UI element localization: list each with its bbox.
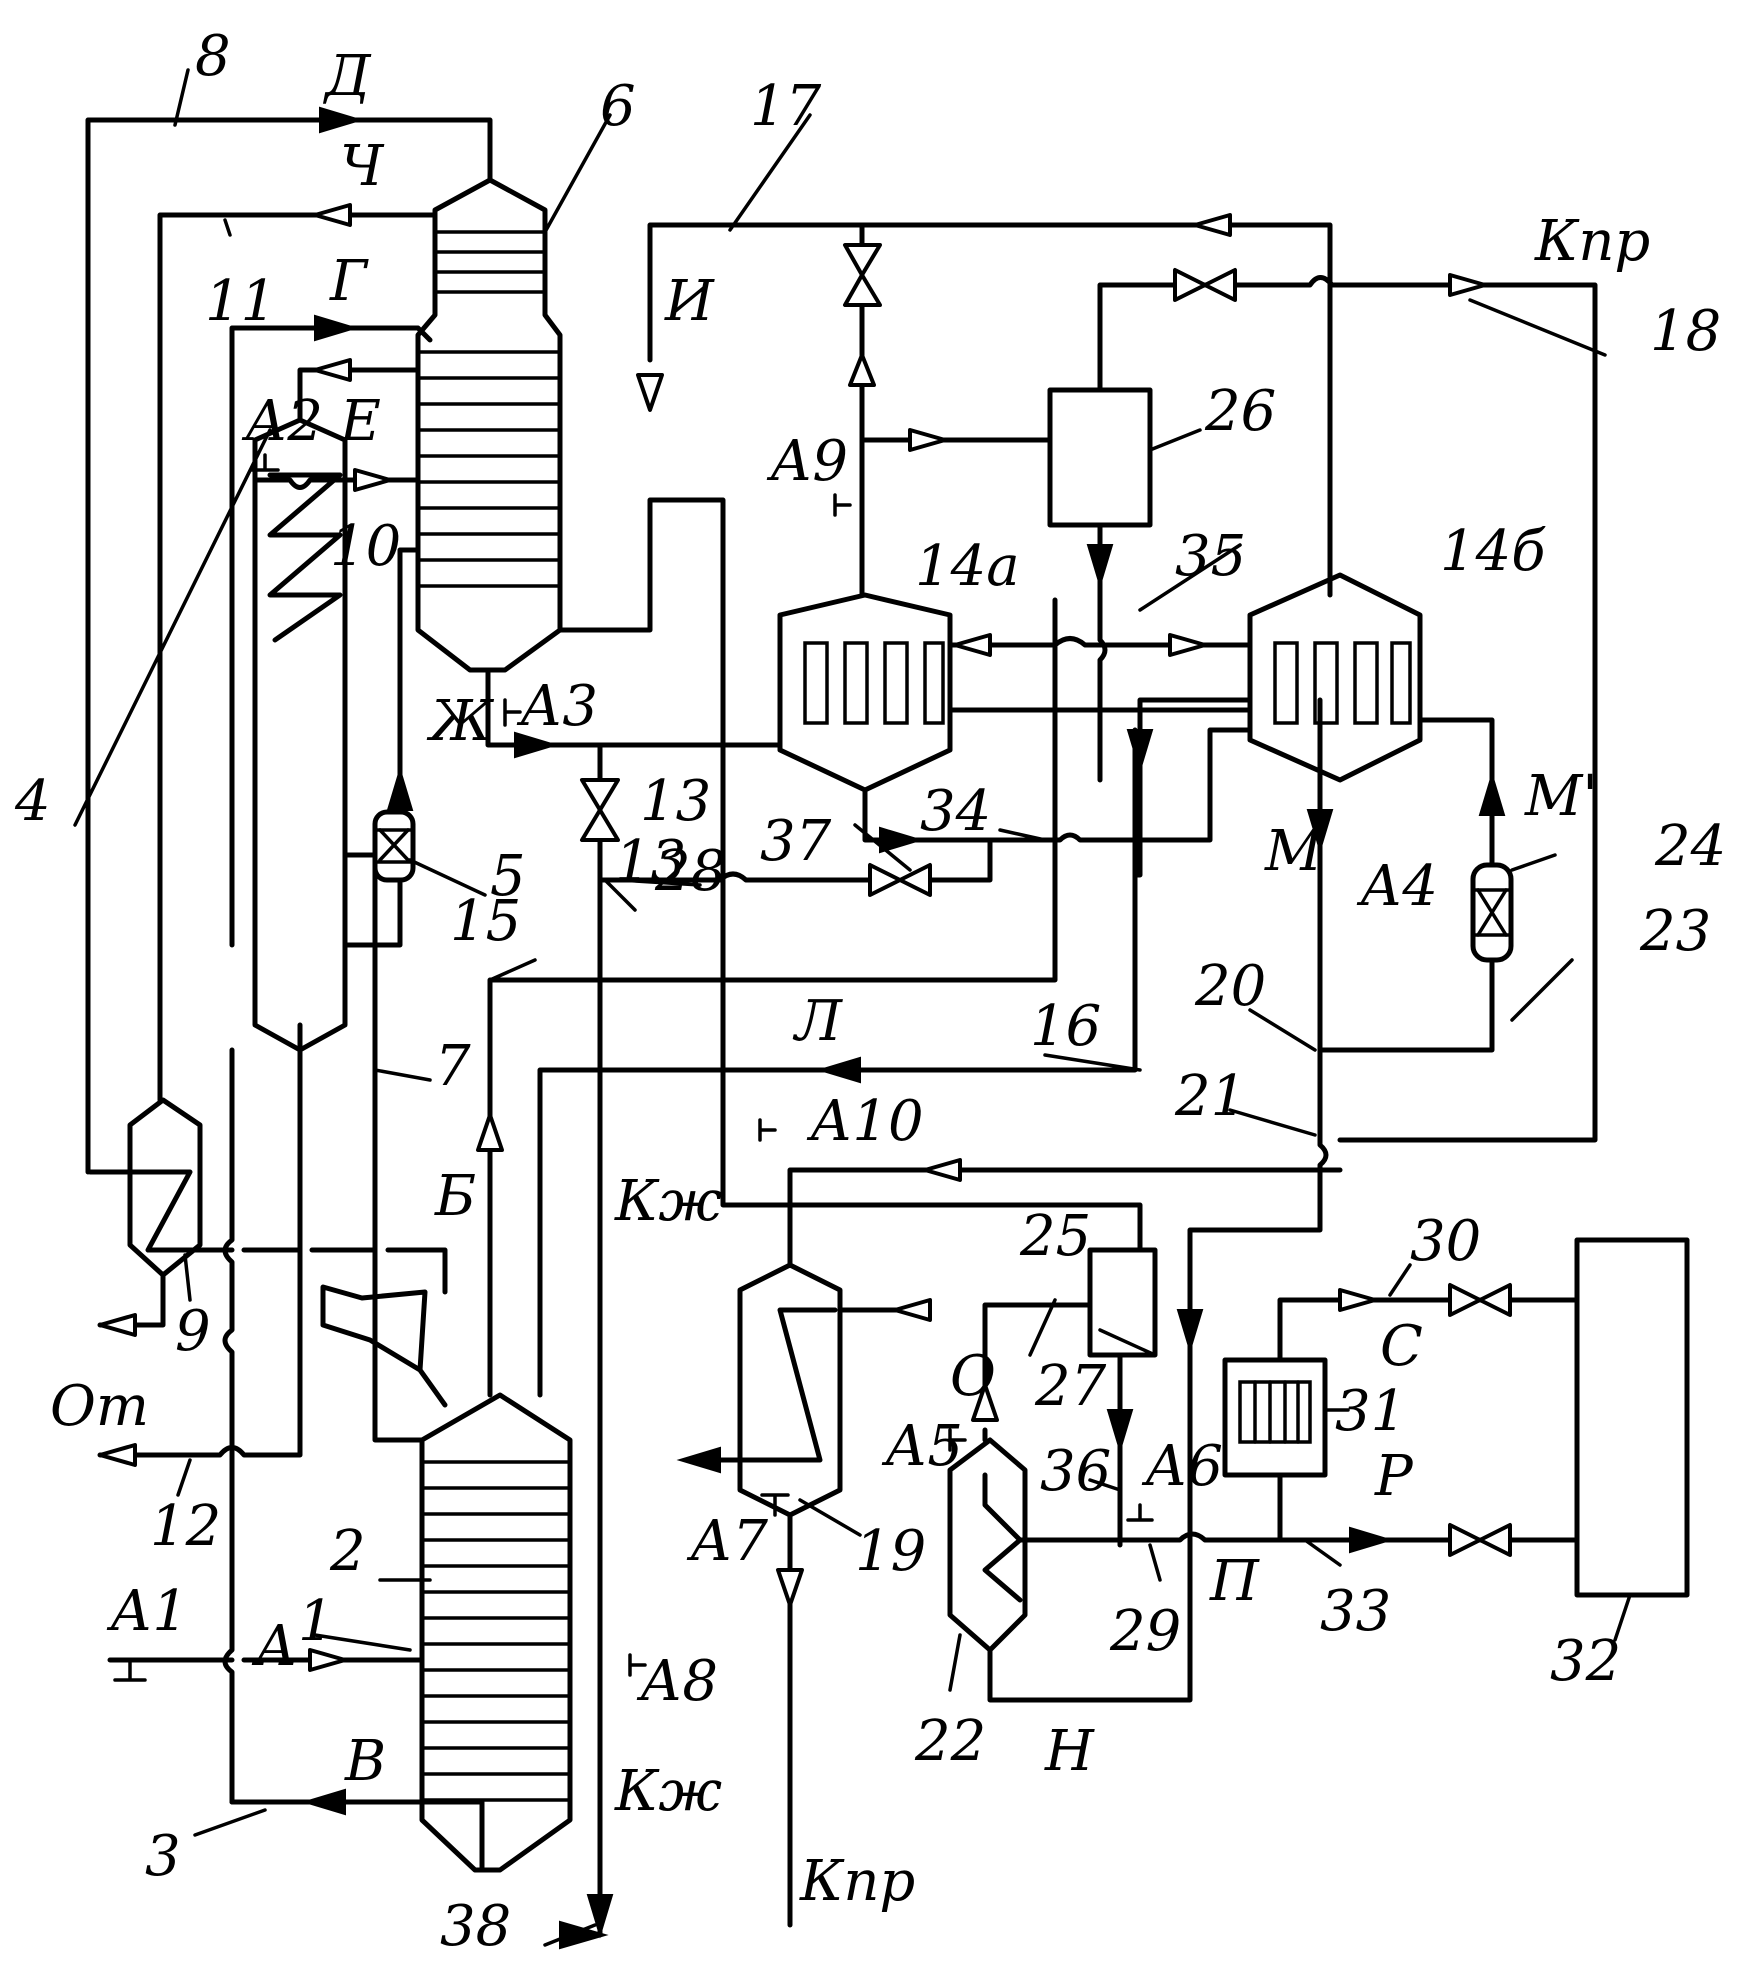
label-A6: А6 [1141, 1434, 1223, 1499]
label-8: 8 [195, 24, 231, 89]
label-I: И [664, 269, 715, 334]
label-19: 19 [855, 1519, 926, 1584]
label-N: Н [1044, 1719, 1095, 1784]
label-37: 37 [760, 809, 832, 874]
label-1: 1 [298, 1589, 334, 1654]
label-4: 4 [14, 769, 51, 834]
label-21: 21 [1174, 1064, 1246, 1129]
label-3: 3 [145, 1824, 181, 1889]
label-L: Л [792, 989, 843, 1054]
valve-30 [1450, 1285, 1510, 1315]
label-33: 33 [1320, 1579, 1391, 1644]
label-A7: А7 [686, 1509, 768, 1574]
reactor-14b [1250, 575, 1420, 780]
flow-arrows-filled [305, 108, 1504, 1948]
label-10: 10 [330, 514, 401, 579]
label-38: 38 [440, 1894, 511, 1959]
label-Ot: От [50, 1374, 149, 1439]
label-Zh: Ж [426, 689, 495, 754]
label-25: 25 [1019, 1204, 1091, 1269]
label-A2: А2 [241, 389, 323, 454]
label-A4: А4 [1356, 854, 1438, 919]
reactor-14a [780, 595, 950, 790]
label-P: П [1209, 1549, 1260, 1614]
label-20: 20 [1194, 954, 1266, 1019]
valve-c [582, 780, 618, 840]
label-A8: А8 [636, 1649, 718, 1714]
label-A: А [251, 1614, 297, 1679]
label-27: 27 [1034, 1354, 1107, 1419]
label-B: Б [434, 1164, 476, 1229]
valve-37 [870, 865, 930, 895]
label-24: 24 [1654, 814, 1726, 879]
valve-33 [1450, 1525, 1510, 1555]
label-32: 32 [1550, 1629, 1621, 1694]
unit-26 [1050, 390, 1150, 525]
label-17: 17 [750, 74, 822, 139]
label-G: Г [329, 249, 369, 314]
label-O: О [950, 1344, 996, 1409]
label-A5: А5 [881, 1414, 963, 1479]
label-36: 36 [1040, 1439, 1111, 1504]
label-28: 28 [654, 839, 726, 904]
filter-24 [1473, 865, 1511, 960]
label-A3: А3 [516, 674, 598, 739]
label-R: Р [1374, 1444, 1414, 1509]
label-E: Е [339, 389, 381, 454]
label-Mp: М' [1524, 764, 1598, 829]
label-6: 6 [600, 74, 636, 139]
label-A1: А1 [106, 1579, 188, 1644]
valve-b [1175, 270, 1235, 300]
unit-31 [1225, 1360, 1325, 1475]
label-Kpr1: Кпр [1534, 209, 1650, 274]
label-34: 34 [920, 779, 991, 844]
heat-exchanger-19 [700, 1265, 840, 1515]
label-V: В [344, 1729, 386, 1794]
heat-exchanger-9 [90, 1100, 200, 1275]
label-13a: 13 [640, 769, 711, 834]
label-D: Д [322, 44, 372, 109]
label-22: 22 [914, 1709, 986, 1774]
label-A10: А10 [806, 1089, 924, 1154]
valve-a [845, 245, 880, 305]
label-Kpr2: Кпр [799, 1849, 915, 1914]
label-2: 2 [329, 1519, 366, 1584]
label-Kzh2: Кж [614, 1759, 722, 1824]
label-30: 30 [1410, 1209, 1481, 1274]
filter-5 [375, 812, 413, 880]
label-12: 12 [150, 1494, 221, 1559]
label-29: 29 [1109, 1599, 1181, 1664]
unit-32 [1577, 1240, 1687, 1595]
column-6 [418, 180, 560, 670]
label-Ch: Ч [340, 134, 385, 199]
label-14b: 14б [1440, 519, 1546, 584]
label-7: 7 [435, 1034, 471, 1099]
label-16: 16 [1030, 994, 1101, 1059]
label-31: 31 [1335, 1379, 1406, 1444]
label-S: С [1380, 1314, 1423, 1379]
label-11: 11 [205, 269, 276, 334]
label-35: 35 [1175, 524, 1246, 589]
label-Kzh1: Кж [614, 1169, 722, 1234]
label-14a: 14а [915, 534, 1020, 599]
label-A9: А9 [766, 429, 848, 494]
label-23: 23 [1639, 899, 1711, 964]
label-9: 9 [175, 1299, 211, 1364]
label-M: М [1264, 819, 1324, 884]
label-18: 18 [1650, 299, 1721, 364]
label-26: 26 [1204, 379, 1276, 444]
label-15: 15 [450, 889, 521, 954]
